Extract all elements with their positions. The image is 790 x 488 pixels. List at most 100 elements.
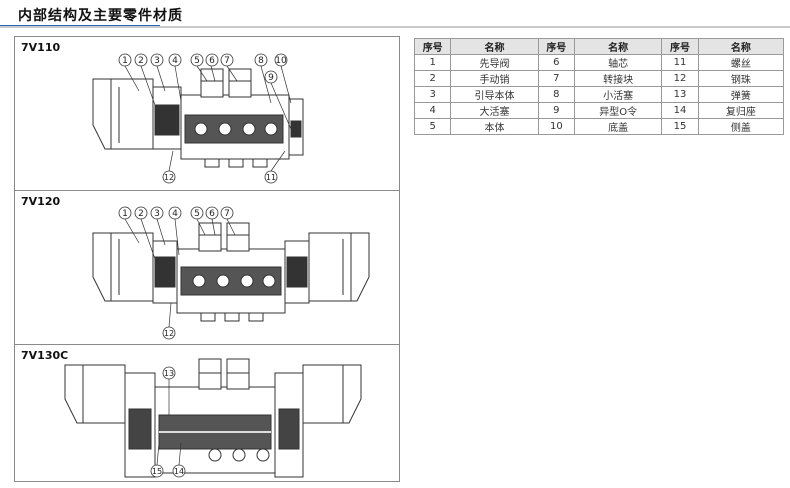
svg-text:6: 6 (209, 209, 215, 219)
table-row: 1 先导阀 6 轴芯 11 螺丝 (413, 54, 785, 71)
cell: 转接块 (574, 70, 663, 87)
cell: 7 (537, 70, 576, 87)
callout-7: 7 (220, 206, 234, 220)
svg-text:5: 5 (194, 209, 200, 219)
parts-table: 序号 名称 序号 名称 序号 名称 1 先导阀 6 轴芯 11 螺丝 2 手动销… (413, 38, 785, 135)
header-no: 序号 (413, 38, 452, 55)
callout-14: 14 (172, 464, 186, 478)
cell: 本体 (450, 118, 539, 135)
cell: 10 (537, 118, 576, 135)
svg-text:10: 10 (275, 56, 287, 66)
model-label-7v110: 7V110 (21, 41, 61, 54)
table-header-row: 序号 名称 序号 名称 序号 名称 (413, 38, 785, 55)
header-divider (0, 26, 790, 28)
svg-text:12: 12 (164, 329, 174, 338)
svg-text:15: 15 (152, 467, 162, 476)
cell: 异型O令 (574, 102, 663, 119)
svg-text:3: 3 (154, 209, 160, 219)
svg-text:9: 9 (268, 73, 274, 83)
callout-4: 4 (168, 53, 182, 67)
cell: 12 (661, 70, 699, 87)
callout-5: 5 (190, 53, 204, 67)
callout-2: 2 (134, 53, 148, 67)
cell: 手动销 (450, 70, 539, 87)
cell: 5 (413, 118, 452, 135)
section-divider (15, 344, 399, 345)
valve-diagram-7v110: 1 2 3 4 5 6 7 8 10 9 12 11 (92, 53, 304, 184)
cell: 6 (537, 54, 576, 71)
cell: 9 (537, 102, 576, 119)
header-no: 序号 (661, 38, 699, 55)
svg-text:3: 3 (154, 56, 160, 66)
cell: 底盖 (574, 118, 663, 135)
svg-text:2: 2 (138, 209, 144, 219)
callout-2: 2 (134, 206, 148, 220)
callout-11: 11 (264, 170, 278, 184)
cell: 4 (413, 102, 452, 119)
cell: 复归座 (697, 102, 785, 119)
cell: 11 (661, 54, 699, 71)
callout-3: 3 (150, 206, 164, 220)
model-label-7v120: 7V120 (21, 195, 61, 208)
cell: 螺丝 (697, 54, 785, 71)
table-row: 5 本体 10 底盖 15 侧盖 (413, 118, 785, 135)
callout-1: 1 (118, 53, 132, 67)
diagram-panel: 7V110 (14, 36, 400, 482)
cell: 先导阀 (450, 54, 539, 71)
section-header: 内部结构及主要零件材质 (0, 0, 790, 28)
section-divider (15, 190, 399, 191)
header-name: 名称 (574, 38, 663, 55)
svg-text:11: 11 (266, 173, 276, 182)
cell: 1 (413, 54, 452, 71)
cell: 轴芯 (574, 54, 663, 71)
table-row: 3 引导本体 8 小活塞 13 弹簧 (413, 86, 785, 103)
cell: 引导本体 (450, 86, 539, 103)
svg-text:6: 6 (209, 56, 215, 66)
callout-6: 6 (205, 206, 219, 220)
cell: 弹簧 (697, 86, 785, 103)
svg-text:5: 5 (194, 56, 200, 66)
cell: 3 (413, 86, 452, 103)
svg-text:7: 7 (224, 209, 230, 219)
svg-text:1: 1 (122, 56, 128, 66)
header-no: 序号 (537, 38, 576, 55)
cell: 大活塞 (450, 102, 539, 119)
callout-15: 15 (150, 464, 164, 478)
cell: 14 (661, 102, 699, 119)
svg-text:8: 8 (258, 56, 264, 66)
svg-text:7: 7 (224, 56, 230, 66)
callout-12: 12 (162, 326, 176, 340)
cell: 8 (537, 86, 576, 103)
model-label-7v130c: 7V130C (21, 349, 69, 362)
svg-text:1: 1 (122, 209, 128, 219)
svg-text:12: 12 (164, 173, 174, 182)
valve-diagram-7v130c: 13 15 14 (64, 358, 362, 478)
cell: 2 (413, 70, 452, 87)
header-name: 名称 (697, 38, 785, 55)
callout-10: 10 (274, 53, 288, 67)
svg-text:13: 13 (164, 369, 174, 378)
callout-7: 7 (220, 53, 234, 67)
cell: 小活塞 (574, 86, 663, 103)
cell: 钢珠 (697, 70, 785, 87)
callout-9: 9 (264, 70, 278, 84)
callout-8: 8 (254, 53, 268, 67)
callout-6: 6 (205, 53, 219, 67)
callout-4: 4 (168, 206, 182, 220)
valve-diagram-7v120: 1 2 3 4 5 6 7 12 (92, 206, 370, 340)
callout-3: 3 (150, 53, 164, 67)
svg-text:4: 4 (172, 209, 178, 219)
svg-text:4: 4 (172, 56, 178, 66)
cell: 侧盖 (697, 118, 785, 135)
svg-text:14: 14 (174, 467, 184, 476)
table-row: 2 手动销 7 转接块 12 钢珠 (413, 70, 785, 87)
cell: 15 (661, 118, 699, 135)
cell: 13 (661, 86, 699, 103)
svg-text:2: 2 (138, 56, 144, 66)
callout-13: 13 (162, 366, 176, 380)
callout-1: 1 (118, 206, 132, 220)
table-row: 4 大活塞 9 异型O令 14 复归座 (413, 102, 785, 119)
header-name: 名称 (450, 38, 539, 55)
callout-5: 5 (190, 206, 204, 220)
page-title: 内部结构及主要零件材质 (18, 8, 183, 24)
